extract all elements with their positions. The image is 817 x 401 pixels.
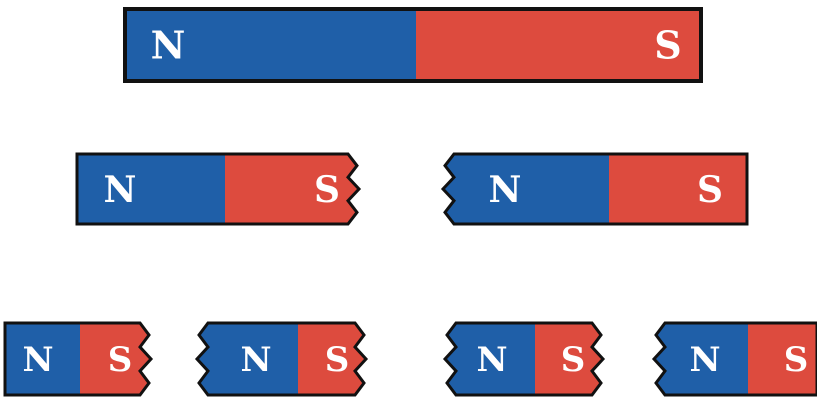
north-pole-label: N <box>104 169 137 211</box>
south-pole-label: S <box>108 340 133 380</box>
north-pole-label: N <box>689 340 720 380</box>
south-pole-label: S <box>325 340 350 380</box>
north-pole-label: N <box>151 23 186 68</box>
south-pole-label: S <box>654 23 681 68</box>
north-pole-label: N <box>240 340 271 380</box>
north-pole-label: N <box>489 169 522 211</box>
north-pole-region <box>57 154 225 224</box>
south-pole-region <box>609 154 767 224</box>
south-pole-label: S <box>314 169 340 211</box>
south-pole-label: S <box>697 169 723 211</box>
south-pole-label: S <box>561 340 586 380</box>
north-pole-label: N <box>476 340 507 380</box>
south-pole-label: S <box>784 340 809 380</box>
north-pole-label: N <box>22 340 53 380</box>
